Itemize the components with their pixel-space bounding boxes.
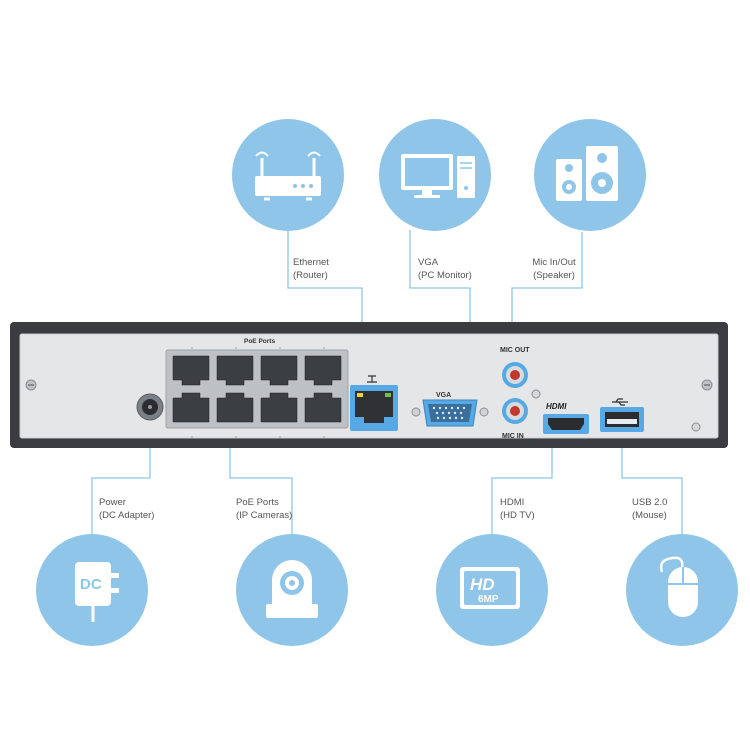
mic-line: [511, 232, 583, 350]
nvr-back-panel: PoE Ports VGA: [10, 322, 728, 448]
power-line: [91, 422, 151, 545]
poe-port-block: [165, 349, 349, 429]
hdmi-circle: HD 6MP: [436, 534, 548, 646]
dc-adapter-icon: DC: [75, 562, 119, 622]
pc-monitor-icon: [401, 154, 475, 198]
poe-label-line1: PoE Ports: [236, 497, 279, 508]
poe-port: [304, 355, 342, 386]
poe-ports: [172, 355, 342, 423]
vga-label-line2: (PC Monitor): [418, 270, 472, 281]
mic-label-line2: (Speaker): [533, 270, 575, 281]
hdmi-connector-label: HDMI (HD TV): [500, 496, 535, 522]
poe-port-ticks: [191, 347, 325, 438]
poe-port: [172, 392, 210, 423]
hd-badge: HD: [470, 575, 495, 594]
hdmi-label-line2: (HD TV): [500, 510, 535, 521]
poe-port: [260, 392, 298, 423]
usb-port: [600, 407, 644, 432]
hd-6mp-icon: HD 6MP: [460, 567, 520, 609]
dc-badge: DC: [80, 576, 102, 593]
vga-port: [411, 399, 489, 427]
ethernet-port: [350, 375, 398, 431]
dc-adapter-circle: DC: [36, 534, 148, 646]
vga-circle: [379, 119, 491, 231]
dc-power-jack: [136, 393, 164, 421]
screw-left: [25, 379, 37, 391]
ethernet-label-line2: (Router): [293, 270, 328, 281]
hdmi-label-line1: HDMI: [500, 497, 525, 508]
hdmi-line: [491, 432, 553, 545]
ip-camera-icon: [266, 560, 318, 618]
usb-line: [621, 432, 683, 545]
power-label-line1: Power: [99, 497, 126, 508]
speaker-circle: [534, 119, 646, 231]
mic-out-label: MIC OUT: [500, 347, 530, 354]
vga-connector-label: VGA (PC Monitor): [418, 256, 472, 282]
usb-label-line2: (Mouse): [632, 510, 667, 521]
mic-in-jack: [502, 398, 528, 424]
speaker-icon: [556, 146, 618, 201]
mic-label-line1: Mic In/Out: [532, 257, 576, 268]
ethernet-label-line1: Ethernet: [293, 257, 329, 268]
6mp-badge: 6MP: [478, 594, 499, 605]
ip-camera-circle: [236, 534, 348, 646]
poe-port: [216, 355, 254, 386]
hdmi-port: [543, 414, 589, 434]
poe-label: PoE Ports (IP Cameras): [236, 496, 292, 522]
usb-symbol-icon: [612, 398, 628, 406]
vga-panel-label: VGA: [436, 392, 451, 399]
poe-port: [304, 392, 342, 423]
mic-label: Mic In/Out (Speaker): [528, 256, 580, 282]
poe-port: [260, 355, 298, 386]
power-label: Power (DC Adapter): [99, 496, 154, 522]
audio-screw: [531, 389, 541, 399]
usb-label-line1: USB 2.0: [632, 497, 668, 508]
router-icon: [255, 151, 321, 201]
poe-line: [229, 432, 293, 545]
poe-port: [172, 355, 210, 386]
hdmi-panel-label: HDMI: [546, 402, 567, 411]
router-circle: [232, 119, 344, 231]
poe-label-line2: (IP Cameras): [236, 510, 293, 521]
lan-symbol-icon: [367, 375, 377, 383]
poe-title: PoE Ports: [244, 338, 275, 345]
ethernet-label: Ethernet (Router): [293, 256, 329, 282]
screw-right: [701, 379, 713, 391]
power-label-line2: (DC Adapter): [99, 510, 155, 521]
usb-label: USB 2.0 (Mouse): [632, 496, 667, 522]
mic-out-jack: [502, 362, 528, 388]
ground-screw: [691, 422, 701, 432]
mic-in-label: MIC IN: [502, 433, 524, 440]
poe-port: [216, 392, 254, 423]
mouse-icon: [659, 556, 698, 617]
mouse-circle: [626, 534, 738, 646]
vga-label-line1: VGA: [418, 257, 439, 268]
